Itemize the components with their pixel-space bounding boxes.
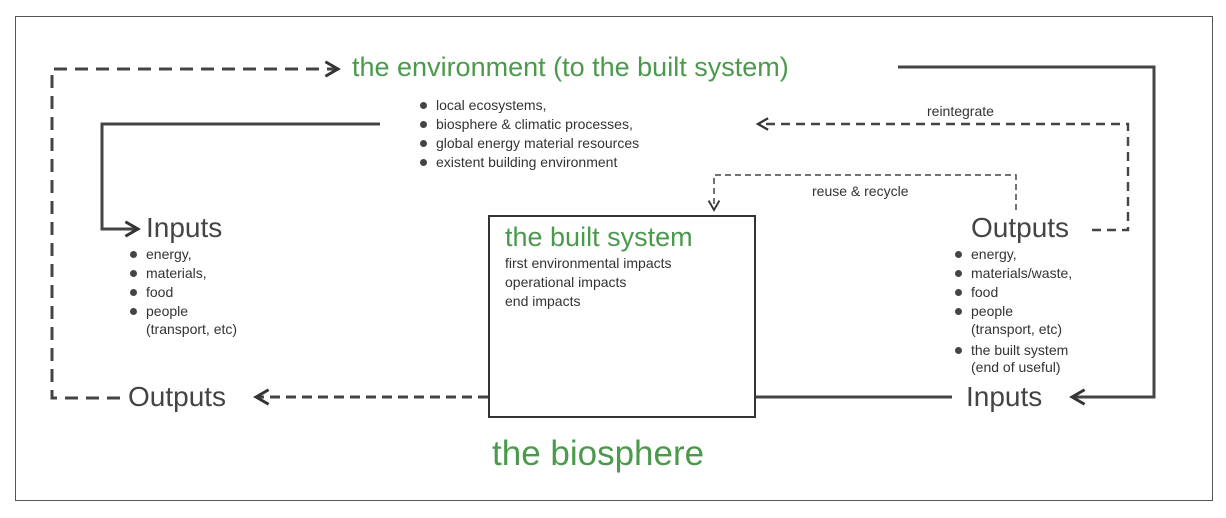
- outputs-right-item: energy,: [955, 245, 1072, 264]
- built-system-item: end impacts: [505, 293, 581, 309]
- outputs-right-item: food: [955, 283, 1072, 302]
- inputs-left-item: food: [130, 283, 207, 302]
- outputs-right-item: the built system: [955, 341, 1068, 360]
- inputs-left-item: materials,: [130, 264, 207, 283]
- inputs-right-title: Inputs: [966, 381, 1043, 412]
- inputs-left-item-note: (transport, etc): [146, 321, 238, 337]
- outputs-right-item: people: [955, 302, 1072, 321]
- built-system-item: first environmental impacts: [505, 255, 672, 271]
- reintegrate-label: reintegrate: [927, 103, 994, 119]
- environment-to-inputs-left-line: [100, 122, 380, 238]
- outputs-right-item-note: (transport, etc): [971, 321, 1063, 337]
- environment-item: biosphere & climatic processes,: [420, 115, 639, 134]
- outputs-right-item-note: (end of useful): [971, 359, 1061, 375]
- inputs-left-list: energy, materials, food people: [130, 245, 207, 321]
- outputs-right-title: Outputs: [971, 212, 1070, 243]
- environment-title: the environment (to the built system): [352, 52, 789, 82]
- reuse-recycle-label: reuse & recycle: [812, 183, 909, 199]
- inputs-left-item: people: [130, 302, 207, 321]
- environment-item: local ecosystems,: [420, 96, 639, 115]
- built-system-item: operational impacts: [505, 274, 627, 290]
- reuse-recycle-dashed-line: [707, 174, 1017, 212]
- built-system-box: [488, 215, 756, 418]
- left-feedback-dashed-line: [50, 60, 341, 400]
- outputs-right-list-2: the built system: [955, 341, 1068, 360]
- inputs-left-item: energy,: [130, 245, 207, 264]
- outputs-right-list: energy, materials/waste, food people: [955, 245, 1072, 321]
- built-system-items: first environmental impacts operational …: [505, 254, 672, 311]
- diagram-frame: [15, 16, 1213, 501]
- environment-to-inputs-right-line: [898, 65, 1156, 406]
- outputs-left-title: Outputs: [128, 381, 227, 412]
- outputs-right-item: materials/waste,: [955, 264, 1072, 283]
- environment-item: global energy material resources: [420, 134, 639, 153]
- inputs-left-title: Inputs: [146, 212, 223, 243]
- built-system-title: the built system: [505, 222, 693, 252]
- environment-item: existent building environment: [420, 153, 639, 172]
- reintegrate-dashed-line: [755, 117, 1130, 232]
- biosphere-title: the biosphere: [492, 434, 705, 473]
- environment-items-list: local ecosystems, biosphere & climatic p…: [420, 96, 639, 172]
